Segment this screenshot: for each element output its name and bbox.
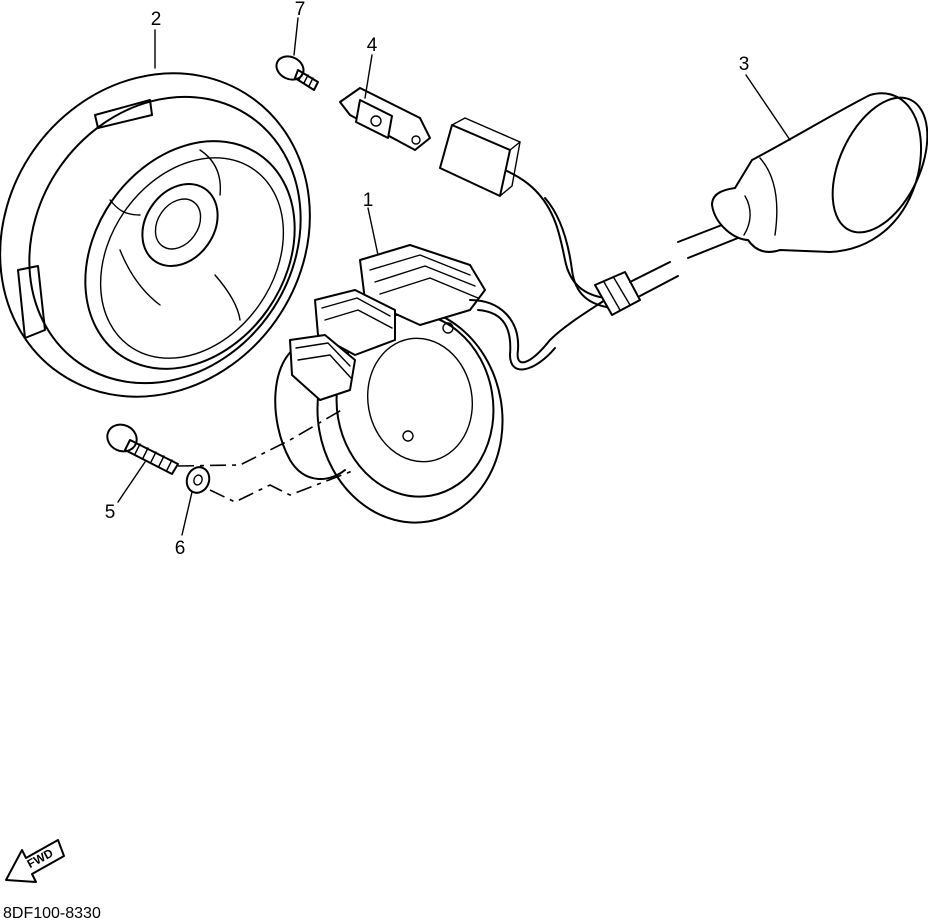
callout-1: 1 xyxy=(363,190,374,211)
flywheel-rotor xyxy=(0,72,311,398)
rubber-sleeve xyxy=(711,92,928,253)
bolt-5 xyxy=(106,423,179,475)
callout-2: 2 xyxy=(151,9,162,30)
wire-harness xyxy=(439,117,749,316)
callout-6: 6 xyxy=(175,538,186,559)
stator-assembly xyxy=(274,244,606,524)
callout-3: 3 xyxy=(739,54,750,75)
callout-7: 7 xyxy=(295,0,306,20)
washer-6 xyxy=(185,466,211,494)
diagram-code: 8DF100-8330 xyxy=(3,905,101,922)
callout-5: 5 xyxy=(105,502,116,523)
wire-clamp xyxy=(339,87,431,151)
screw-7 xyxy=(275,55,319,91)
callout-labels: 1 2 3 4 5 6 7 xyxy=(105,0,750,559)
callout-4: 4 xyxy=(367,35,378,56)
fwd-arrow-icon: FWD xyxy=(5,839,65,883)
leader-lines xyxy=(117,17,791,536)
assembly-center-lines xyxy=(177,407,356,503)
